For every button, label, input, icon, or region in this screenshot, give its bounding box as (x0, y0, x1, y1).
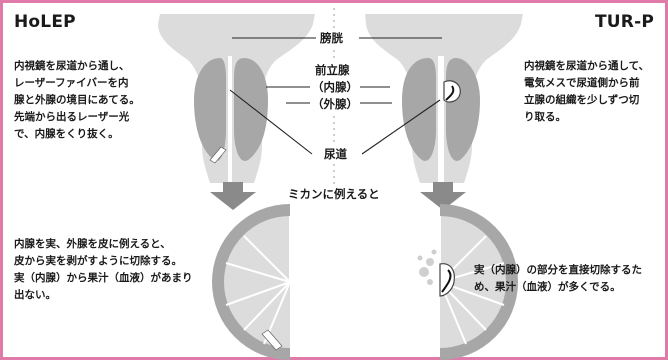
down-arrow-icon (210, 182, 256, 210)
holep-description-line: 内視鏡を尿道から通し、 (14, 60, 130, 72)
turp-analogy-line: 実（内腺）の部分を直接切除するた (474, 264, 642, 276)
laser-fiber-icon (209, 146, 227, 164)
turp-prostate-illustration (365, 14, 523, 184)
turp-outer-gland-left (402, 58, 436, 161)
mandarin-orange-cross-section-icon (212, 204, 291, 360)
turp-description: 内視鏡を尿道から通して、 電気メスで尿道側から前 立腺の組織を少しずつ切 り取る… (524, 58, 649, 126)
turp-description-line: 立腺の組織を少しずつ切 (524, 94, 640, 106)
holep-description-line: で、内腺をくり抜く。 (14, 128, 119, 140)
urethra-leader-left (229, 89, 313, 155)
turp-description-line: り取る。 (524, 111, 566, 123)
holep-analogy-line: 内腺を実、外腺を皮に例えると、 (14, 238, 171, 250)
turp-description-line: 電気メスで尿道側から前 (524, 77, 640, 89)
holep-inner-gland-right (234, 58, 268, 161)
holep-analogy: 内腺を実、外腺を皮に例えると、 皮から実を剥がすように切除する。 実（内腺）から… (14, 236, 193, 304)
turp-description-line: 内視鏡を尿道から通して、 (524, 60, 650, 72)
holep-urethra (228, 56, 232, 184)
blood-splatter-icon (417, 249, 437, 285)
down-arrow-icon (420, 182, 466, 210)
turp-analogy-line: め、果汁（血液）が多くでる。 (474, 281, 621, 293)
holep-analogy-line: 皮から実を剥がすように切除する。 (14, 255, 182, 267)
holep-prostate-illustration (158, 14, 315, 184)
holep-description-line: レーザーファイバーを内 (14, 77, 129, 89)
turp-heading: TUR-P (594, 12, 654, 32)
turp-orange-flesh (440, 216, 506, 348)
mandarin-orange-cross-section-icon (417, 204, 518, 360)
holep-description-line: 先端から出るレーザー光 (14, 111, 130, 123)
laser-fiber-icon (261, 329, 283, 351)
holep-description-line: 腺と外腺の境目にあてる。 (14, 94, 140, 106)
leader-lines (229, 37, 442, 155)
label-mikan-analogy: ミカンに例えると (286, 186, 382, 202)
turp-urethra (438, 56, 444, 184)
holep-outer-gland-left (194, 58, 226, 161)
holep-heading: HoLEP (14, 12, 76, 32)
label-urethra: 尿道 (322, 146, 349, 162)
label-outer-gland: （外腺） (310, 96, 360, 112)
label-bladder: 膀胱 (318, 30, 345, 46)
urethra-leader-right (361, 99, 441, 155)
electric-scalpel-icon (441, 269, 452, 293)
turp-orange-cut (439, 263, 455, 297)
electric-scalpel-icon (445, 85, 455, 101)
label-inner-gland: （内腺） (310, 79, 360, 95)
turp-analogy: 実（内腺）の部分を直接切除するた め、果汁（血液）が多くでる。 (474, 262, 642, 296)
holep-analogy-line: 実（内腺）から果汁（血液）があまり (14, 272, 193, 284)
holep-analogy-line: 出ない。 (14, 289, 56, 301)
holep-description: 内視鏡を尿道から通し、 レーザーファイバーを内 腺と外腺の境目にあてる。 先端か… (14, 58, 140, 143)
holep-orange-flesh (224, 216, 290, 348)
label-prostate: 前立腺 (313, 62, 352, 78)
